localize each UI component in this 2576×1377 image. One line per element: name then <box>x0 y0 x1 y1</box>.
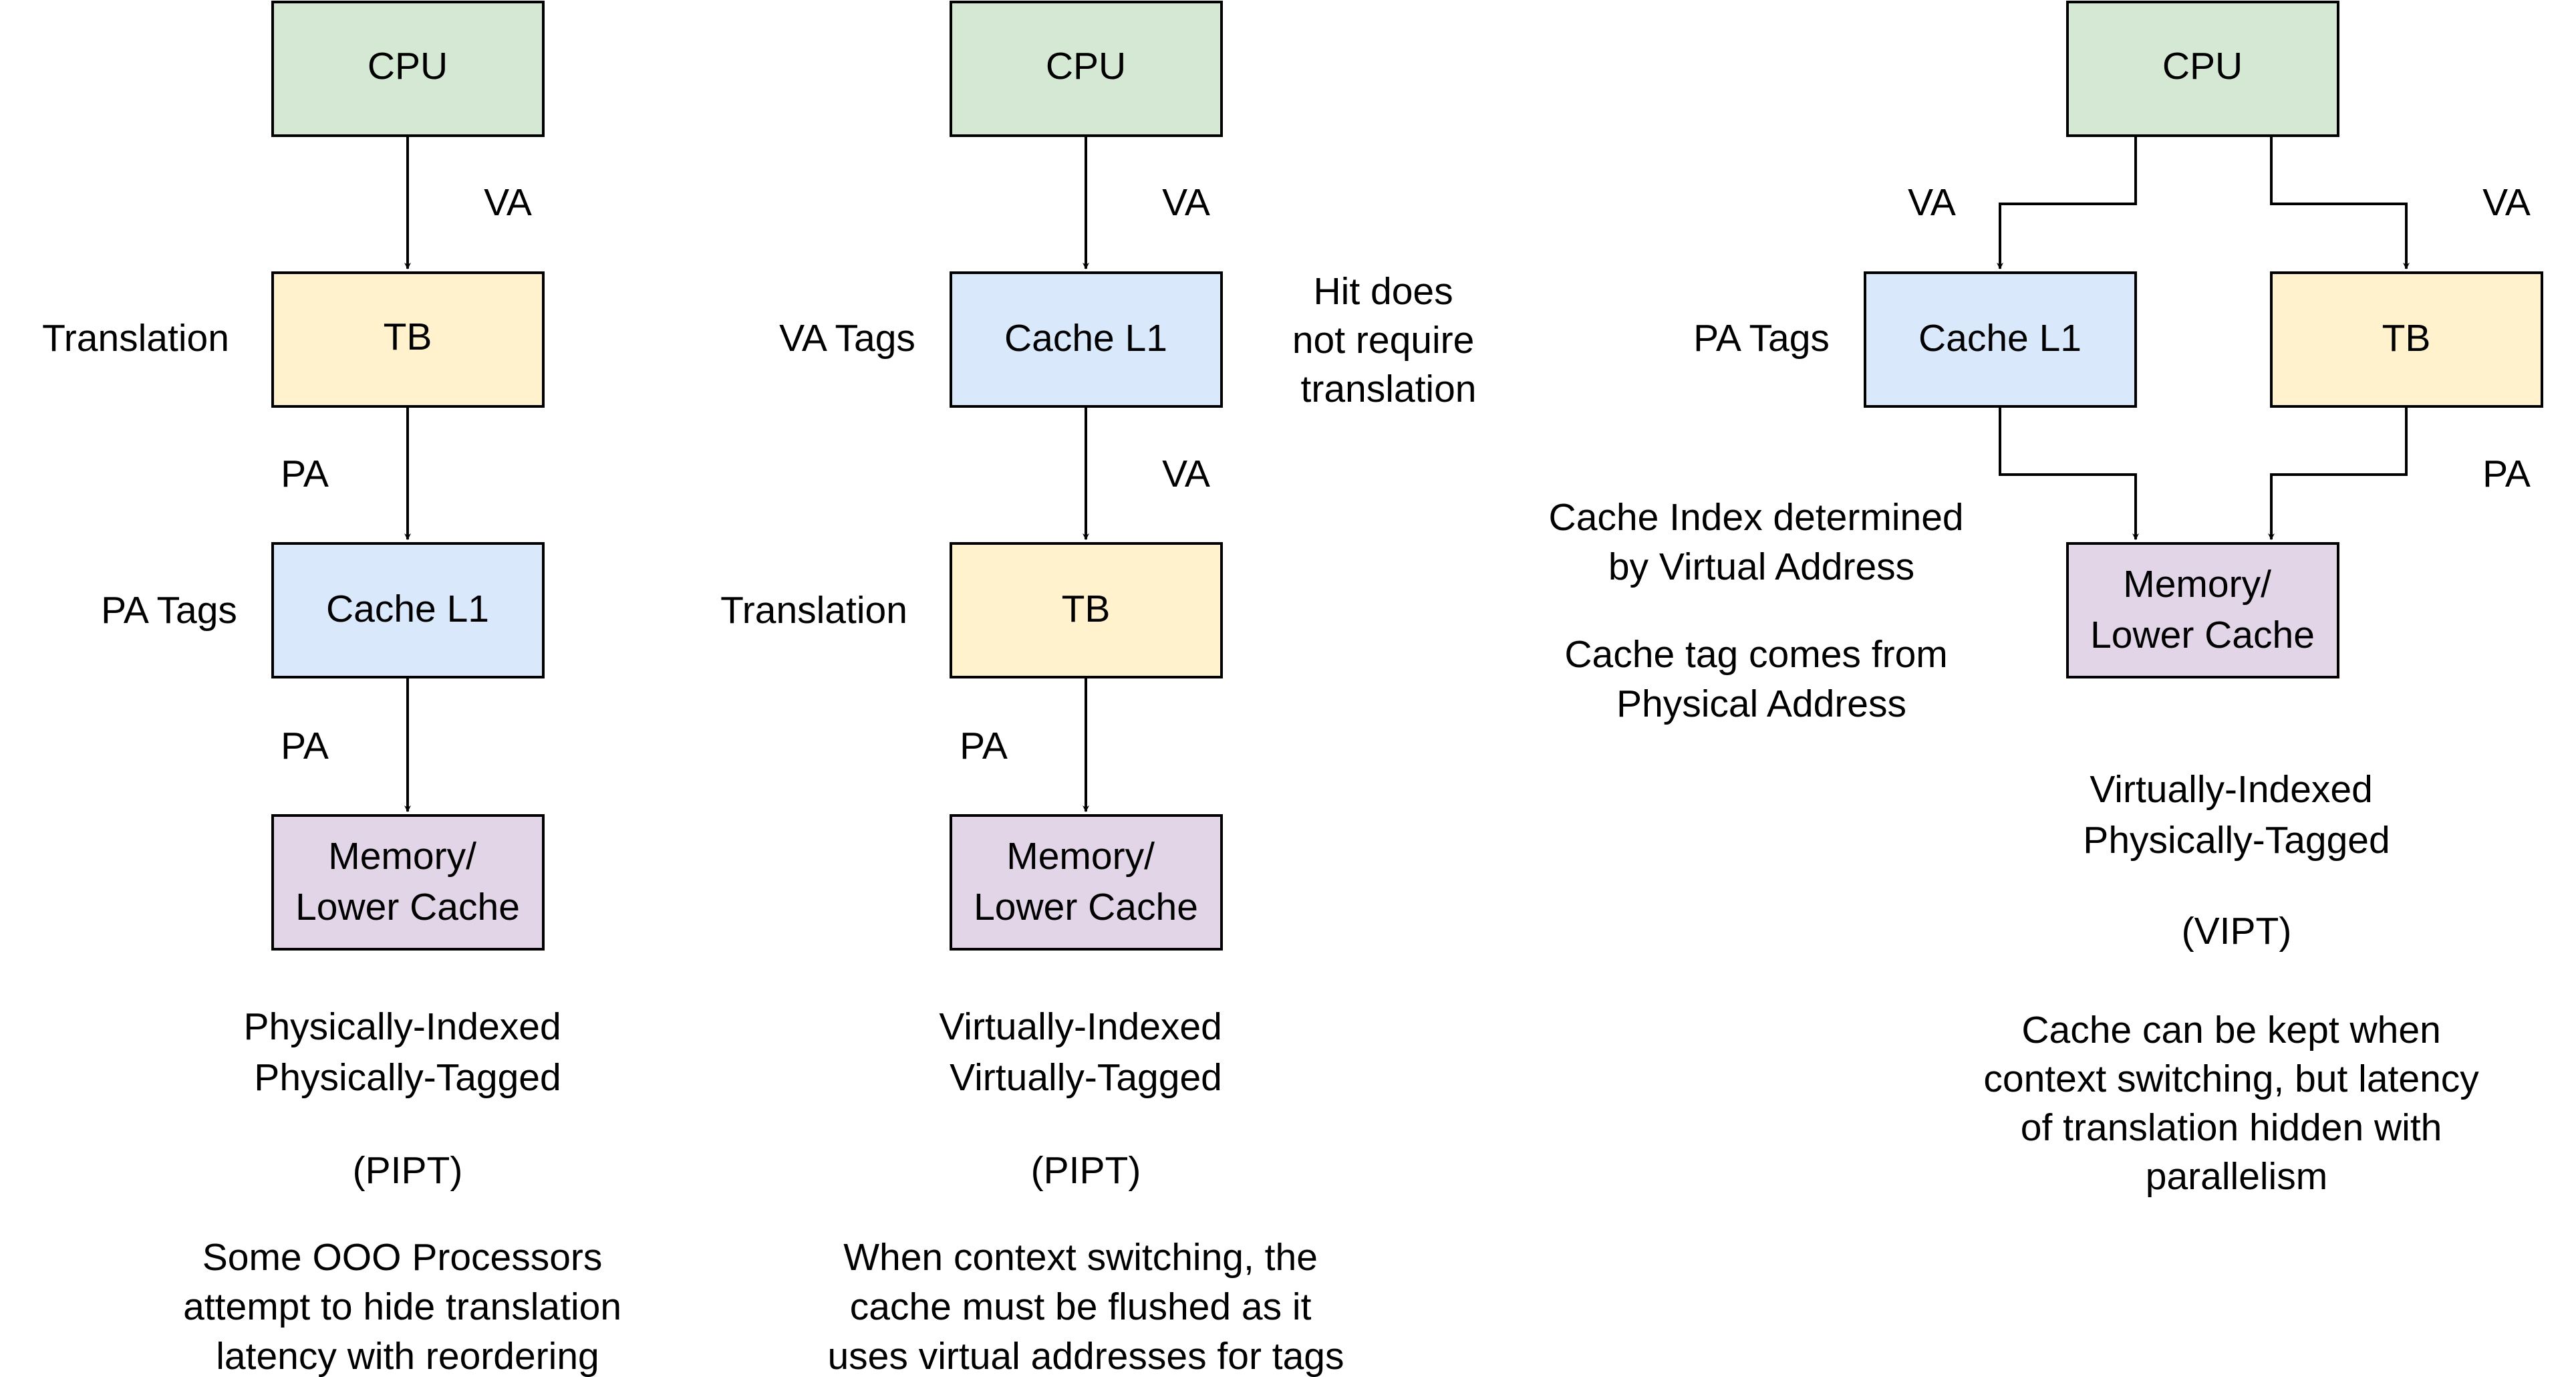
vipt-memory-box <box>2066 542 2339 678</box>
vipt-note-line-4: parallelism <box>2146 1155 2327 1198</box>
pipt-tb-box <box>271 271 545 408</box>
vipt-tb-label: TB <box>2382 317 2431 360</box>
vipt-note: Cache can be kept when context switching… <box>1983 1009 2489 1198</box>
pipt-title: Physically-Indexed Physically-Tagged <box>243 1005 571 1099</box>
vipt-memory-line-1: Memory/ <box>2123 563 2271 606</box>
vipt-index-note: Cache Index determined by Virtual Addres… <box>1549 496 1975 588</box>
vipt-note-line-3: of translation hidden with <box>2021 1106 2442 1149</box>
vivt-note: When context switching, the cache must b… <box>827 1236 1344 1377</box>
vivt-hit-note-line-1: Hit does <box>1314 270 1453 313</box>
pipt-cpu-label: CPU <box>368 45 448 88</box>
pipt-title-line-2: Physically-Tagged <box>254 1056 561 1099</box>
pipt-cache-label: Cache L1 <box>326 588 489 630</box>
vivt-title-line-1: Virtually-Indexed <box>939 1005 1222 1048</box>
pipt-note: Some OOO Processors attempt to hide tran… <box>183 1236 632 1377</box>
vipt-edge-label-va-right: VA <box>2482 181 2531 224</box>
vipt-edge-cpu-tb <box>2270 137 2410 269</box>
vivt-title: Virtually-Indexed Virtually-Tagged <box>939 1005 1232 1099</box>
vivt-memory-line-1: Memory/ <box>1006 835 1155 878</box>
vipt-edge-cache-memory <box>1999 408 2139 540</box>
vipt-index-note-line-2: by Virtual Address <box>1608 545 1914 588</box>
vivt-edge-label-va-1: VA <box>1162 181 1210 224</box>
pipt-cache-side-label: PA Tags <box>101 589 237 632</box>
vivt-memory-line-2: Lower Cache <box>974 886 1198 928</box>
vivt-hit-note-line-2: not require <box>1292 319 1475 362</box>
vipt-diagram: CPU Cache L1 TB Memory/ Lower Cache VA V… <box>1549 1 2543 1198</box>
vipt-title-line-1: Virtually-Indexed <box>2090 768 2373 811</box>
vipt-abbreviation: (VIPT) <box>2182 910 2292 953</box>
vivt-note-line-1: When context switching, the <box>843 1236 1318 1279</box>
vipt-edge-cpu-cache <box>1997 137 2137 269</box>
vipt-note-line-1: Cache can be kept when <box>2021 1009 2440 1051</box>
vivt-cache-label: Cache L1 <box>1004 317 1167 360</box>
pipt-edge-label-pa-2: PA <box>281 725 329 767</box>
vipt-title-line-2: Physically-Tagged <box>2083 819 2390 862</box>
pipt-title-line-1: Physically-Indexed <box>243 1005 561 1048</box>
pipt-note-line-3: latency with reordering <box>216 1335 599 1377</box>
vivt-diagram: CPU Cache L1 TB Memory/ Lower Cache VA V… <box>720 1 1485 1377</box>
vivt-note-line-3: uses virtual addresses for tags <box>827 1335 1344 1377</box>
vivt-cache-side-label: VA Tags <box>779 317 915 360</box>
vivt-abbreviation: (PIPT) <box>1031 1149 1141 1192</box>
vivt-tb-label: TB <box>1062 588 1111 630</box>
vipt-cache-label: Cache L1 <box>1918 317 2082 360</box>
pipt-tb-side-label: Translation <box>42 317 229 360</box>
pipt-cpu-box <box>271 1 545 137</box>
vivt-memory-label: Memory/ Lower Cache <box>974 835 1198 928</box>
vipt-cpu-box <box>2066 1 2339 137</box>
vipt-cache-side-label: PA Tags <box>1693 317 1830 360</box>
vipt-title: Virtually-Indexed Physically-Tagged <box>2083 768 2390 862</box>
pipt-memory-box <box>271 814 545 951</box>
vivt-tb-side-label: Translation <box>720 589 907 632</box>
vipt-edge-label-pa: PA <box>2482 453 2531 495</box>
vipt-note-line-2: context switching, but latency <box>1983 1057 2479 1100</box>
vipt-tag-note-line-2: Physical Address <box>1616 682 1906 725</box>
pipt-memory-line-1: Memory/ <box>328 835 476 878</box>
pipt-abbreviation: (PIPT) <box>353 1149 463 1192</box>
pipt-diagram: CPU TB Cache L1 Memory/ Lower Cache VA P… <box>42 1 632 1377</box>
vipt-index-note-line-1: Cache Index determined <box>1549 496 1964 539</box>
vivt-edge-label-va-2: VA <box>1162 453 1210 495</box>
vivt-title-line-2: Virtually-Tagged <box>950 1056 1222 1099</box>
vipt-memory-line-2: Lower Cache <box>2090 614 2315 656</box>
vivt-memory-box <box>950 814 1223 951</box>
vipt-tb-box <box>2270 271 2543 408</box>
pipt-tb-label: TB <box>384 316 432 358</box>
vivt-cpu-box <box>950 1 1223 137</box>
pipt-note-line-2: attempt to hide translation <box>183 1285 621 1328</box>
pipt-memory-line-2: Lower Cache <box>295 886 520 928</box>
pipt-memory-label: Memory/ Lower Cache <box>295 835 520 928</box>
pipt-edge-label-va: VA <box>484 181 532 224</box>
vipt-cpu-label: CPU <box>2162 45 2243 88</box>
vipt-tag-note: Cache tag comes from Physical Address <box>1564 633 1958 725</box>
vivt-hit-note-line-3: translation <box>1301 368 1477 410</box>
pipt-note-line-1: Some OOO Processors <box>202 1236 603 1279</box>
vivt-edge-label-pa: PA <box>960 725 1008 767</box>
pipt-cache-box <box>271 542 545 678</box>
vivt-cache-box <box>950 271 1223 408</box>
vivt-note-line-2: cache must be flushed as it <box>850 1285 1312 1328</box>
vipt-edge-tb-memory <box>2268 408 2408 540</box>
vipt-memory-label: Memory/ Lower Cache <box>2090 563 2315 656</box>
vipt-edge-label-va-left: VA <box>1908 181 1956 224</box>
vivt-cpu-label: CPU <box>1046 45 1126 88</box>
vivt-tb-box <box>950 542 1223 678</box>
vipt-cache-box <box>1864 271 2137 408</box>
pipt-edge-label-pa-1: PA <box>281 453 329 495</box>
vivt-hit-note: Hit does not require translation <box>1292 270 1485 410</box>
vipt-tag-note-line-1: Cache tag comes from <box>1564 633 1947 676</box>
